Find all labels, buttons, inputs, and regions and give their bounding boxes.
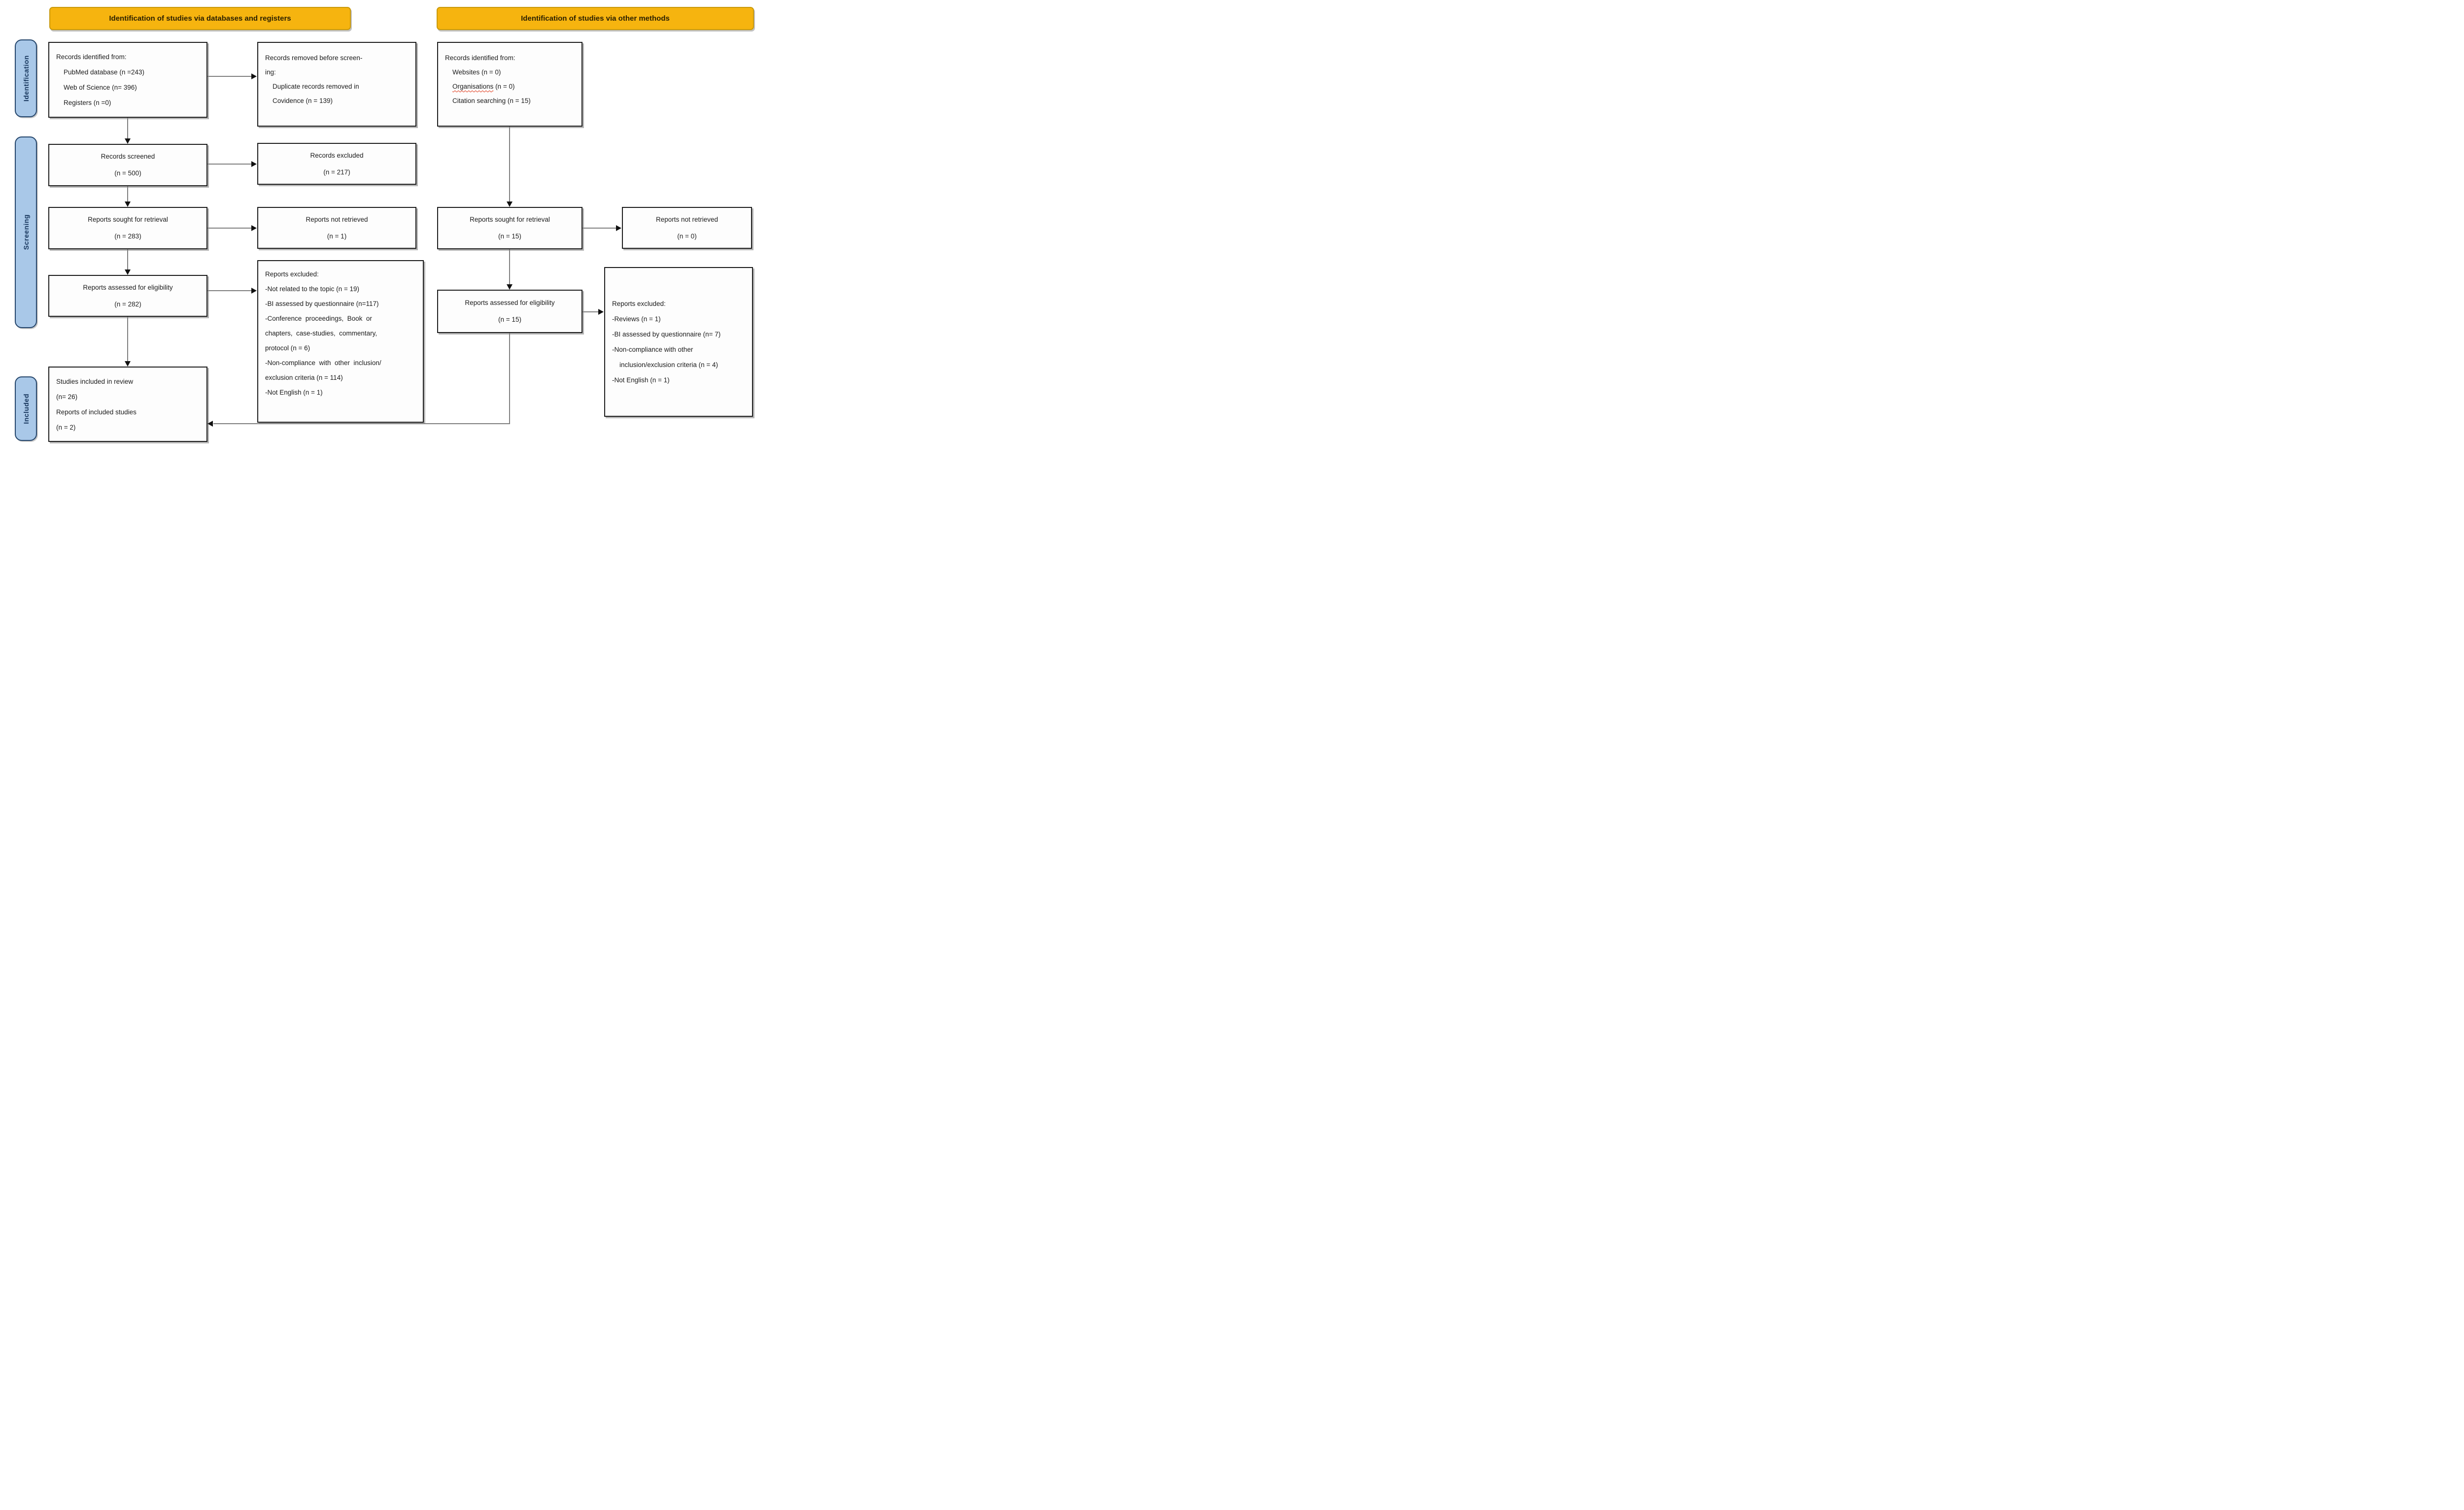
box-records-excluded: Records excluded(n = 217) <box>257 143 416 185</box>
box-reports-not-retrieved-databases: Reports not retrieved(n = 1) <box>257 207 416 249</box>
prisma-flow-diagram: Identification of studies via databases … <box>0 0 763 446</box>
box-records-identified-databases: Records identified from: PubMed database… <box>48 42 207 118</box>
box-records-identified-other: Records identified from: Websites (n = 0… <box>437 42 582 127</box>
box-records-removed: Records removed before screen-ing: Dupli… <box>257 42 416 127</box>
header-other-methods-label: Identification of studies via other meth… <box>521 14 670 23</box>
box-reports-excluded-other: Reports excluded:-Reviews (n = 1)-BI ass… <box>604 267 753 417</box>
box-reports-not-retrieved-other: Reports not retrieved(n = 0) <box>622 207 752 249</box>
box-reports-assessed-databases: Reports assessed for eligibility(n = 282… <box>48 275 207 317</box>
box-reports-excluded-databases: Reports excluded:-Not related to the top… <box>257 260 424 423</box>
phase-label-included-text: Included <box>22 393 30 424</box>
phase-label-screening: Screening <box>15 136 37 328</box>
phase-label-identification: Identification <box>15 39 37 117</box>
box-reports-sought-databases: Reports sought for retrieval(n = 283) <box>48 207 207 249</box>
header-databases-registers: Identification of studies via databases … <box>49 7 351 30</box>
header-other-methods: Identification of studies via other meth… <box>437 7 754 30</box>
box-reports-sought-other: Reports sought for retrieval(n = 15) <box>437 207 582 249</box>
header-databases-registers-label: Identification of studies via databases … <box>109 14 291 23</box>
box-studies-included: Studies included in review(n= 26)Reports… <box>48 367 207 442</box>
phase-label-screening-text: Screening <box>22 214 30 250</box>
box-records-screened: Records screened(n = 500) <box>48 144 207 186</box>
box-reports-assessed-other: Reports assessed for eligibility(n = 15) <box>437 290 582 333</box>
phase-label-identification-text: Identification <box>22 55 30 102</box>
phase-label-included: Included <box>15 376 37 441</box>
